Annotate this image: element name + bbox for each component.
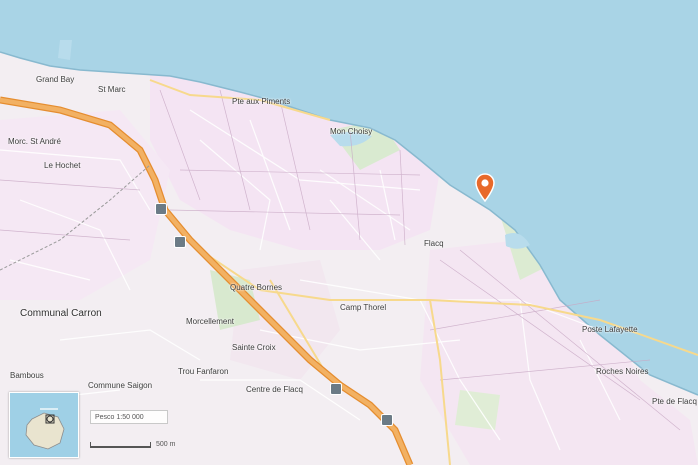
place-label-mon-choisy: Mon Choisy xyxy=(330,127,373,136)
island-overview-icon xyxy=(10,393,78,457)
place-label-communal-carron: Communal Carron xyxy=(20,308,102,319)
place-label-flacq: Flacq xyxy=(424,239,444,248)
place-label-pte-aux-piments: Pte aux Piments xyxy=(232,97,291,106)
place-label-poste-lafayette: Poste Lafayette xyxy=(582,325,638,334)
road-shield xyxy=(174,236,186,248)
place-label-bambous: Bambous xyxy=(10,371,44,380)
map-pin-icon[interactable] xyxy=(474,173,496,203)
place-label-pte-de-flacq: Pte de Flacq xyxy=(652,397,697,406)
road-shield xyxy=(155,203,167,215)
place-label-grand-bay: Grand Bay xyxy=(36,75,75,84)
place-label-sainte-croix: Sainte Croix xyxy=(232,343,276,352)
scale-bar: 500 m xyxy=(90,440,182,452)
place-label-morc-st-andre: Morc. St André xyxy=(8,137,61,146)
place-label-commune-saigon: Commune Saigon xyxy=(88,381,153,390)
scale-bar-label: 500 m xyxy=(156,441,176,448)
road-shield xyxy=(330,383,342,395)
place-label-morcellement: Morcellement xyxy=(186,317,235,326)
place-label-centre-de-flacq: Centre de Flacq xyxy=(246,385,303,394)
overview-inset[interactable] xyxy=(9,392,79,458)
place-label-roches-noires: Roches Noires xyxy=(596,367,649,376)
place-label-trou-fanfaron: Trou Fanfaron xyxy=(178,367,229,376)
place-label-st-marc: St Marc xyxy=(98,85,126,94)
place-label-camp-thorel: Camp Thorel xyxy=(340,303,387,312)
road-shield xyxy=(381,414,393,426)
coordinate-readout: Pesco 1:50 000 xyxy=(90,410,168,424)
place-label-le-hochet: Le Hochet xyxy=(44,161,81,170)
place-label-quatre-bornes: Quatre Bornes xyxy=(230,283,283,292)
